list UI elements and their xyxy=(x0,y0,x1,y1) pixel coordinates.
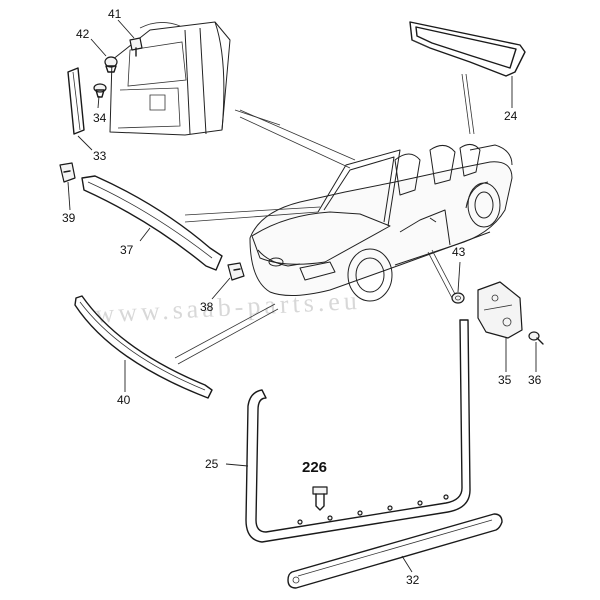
part-41-clip xyxy=(129,37,143,57)
part-34-clip xyxy=(93,83,107,98)
callout-35: 35 xyxy=(498,373,512,387)
part-25-door-seal xyxy=(245,319,471,543)
pointer-lines xyxy=(174,73,475,365)
callout-36: 36 xyxy=(528,373,542,387)
callout-34: 34 xyxy=(93,111,107,125)
part-36-screw xyxy=(528,331,544,345)
callout-38: 38 xyxy=(200,300,214,314)
callout-25: 25 xyxy=(205,457,219,471)
part-40-windshield-seal xyxy=(74,295,213,399)
part-32-sill-strip xyxy=(287,513,503,589)
callout-labels: 41 42 34 33 24 39 37 38 43 40 35 36 25 2… xyxy=(62,7,542,587)
part-38-clip xyxy=(227,262,245,281)
callout-39: 39 xyxy=(62,211,76,225)
callout-24: 24 xyxy=(504,109,518,123)
callout-leaders xyxy=(67,19,537,573)
callout-32: 32 xyxy=(406,573,420,587)
callout-41: 41 xyxy=(108,7,122,21)
part-43-grommet xyxy=(451,292,465,304)
callout-226: 226 xyxy=(302,459,327,476)
callout-37: 37 xyxy=(120,243,134,257)
part-226-clip xyxy=(312,486,328,511)
callout-33: 33 xyxy=(93,149,107,163)
callout-43: 43 xyxy=(452,245,466,259)
part-39-clip xyxy=(59,162,76,183)
part-35-bracket xyxy=(477,281,523,339)
callout-40: 40 xyxy=(117,393,131,407)
part-42-clip xyxy=(104,56,118,73)
convertible-car-illustration xyxy=(249,144,513,302)
part-24-roof-seal xyxy=(409,21,526,77)
door-seal-rivets xyxy=(297,494,449,525)
part-33-pillar-seal xyxy=(67,67,85,135)
part-37-header-seal xyxy=(81,175,223,271)
callout-42: 42 xyxy=(76,27,90,41)
